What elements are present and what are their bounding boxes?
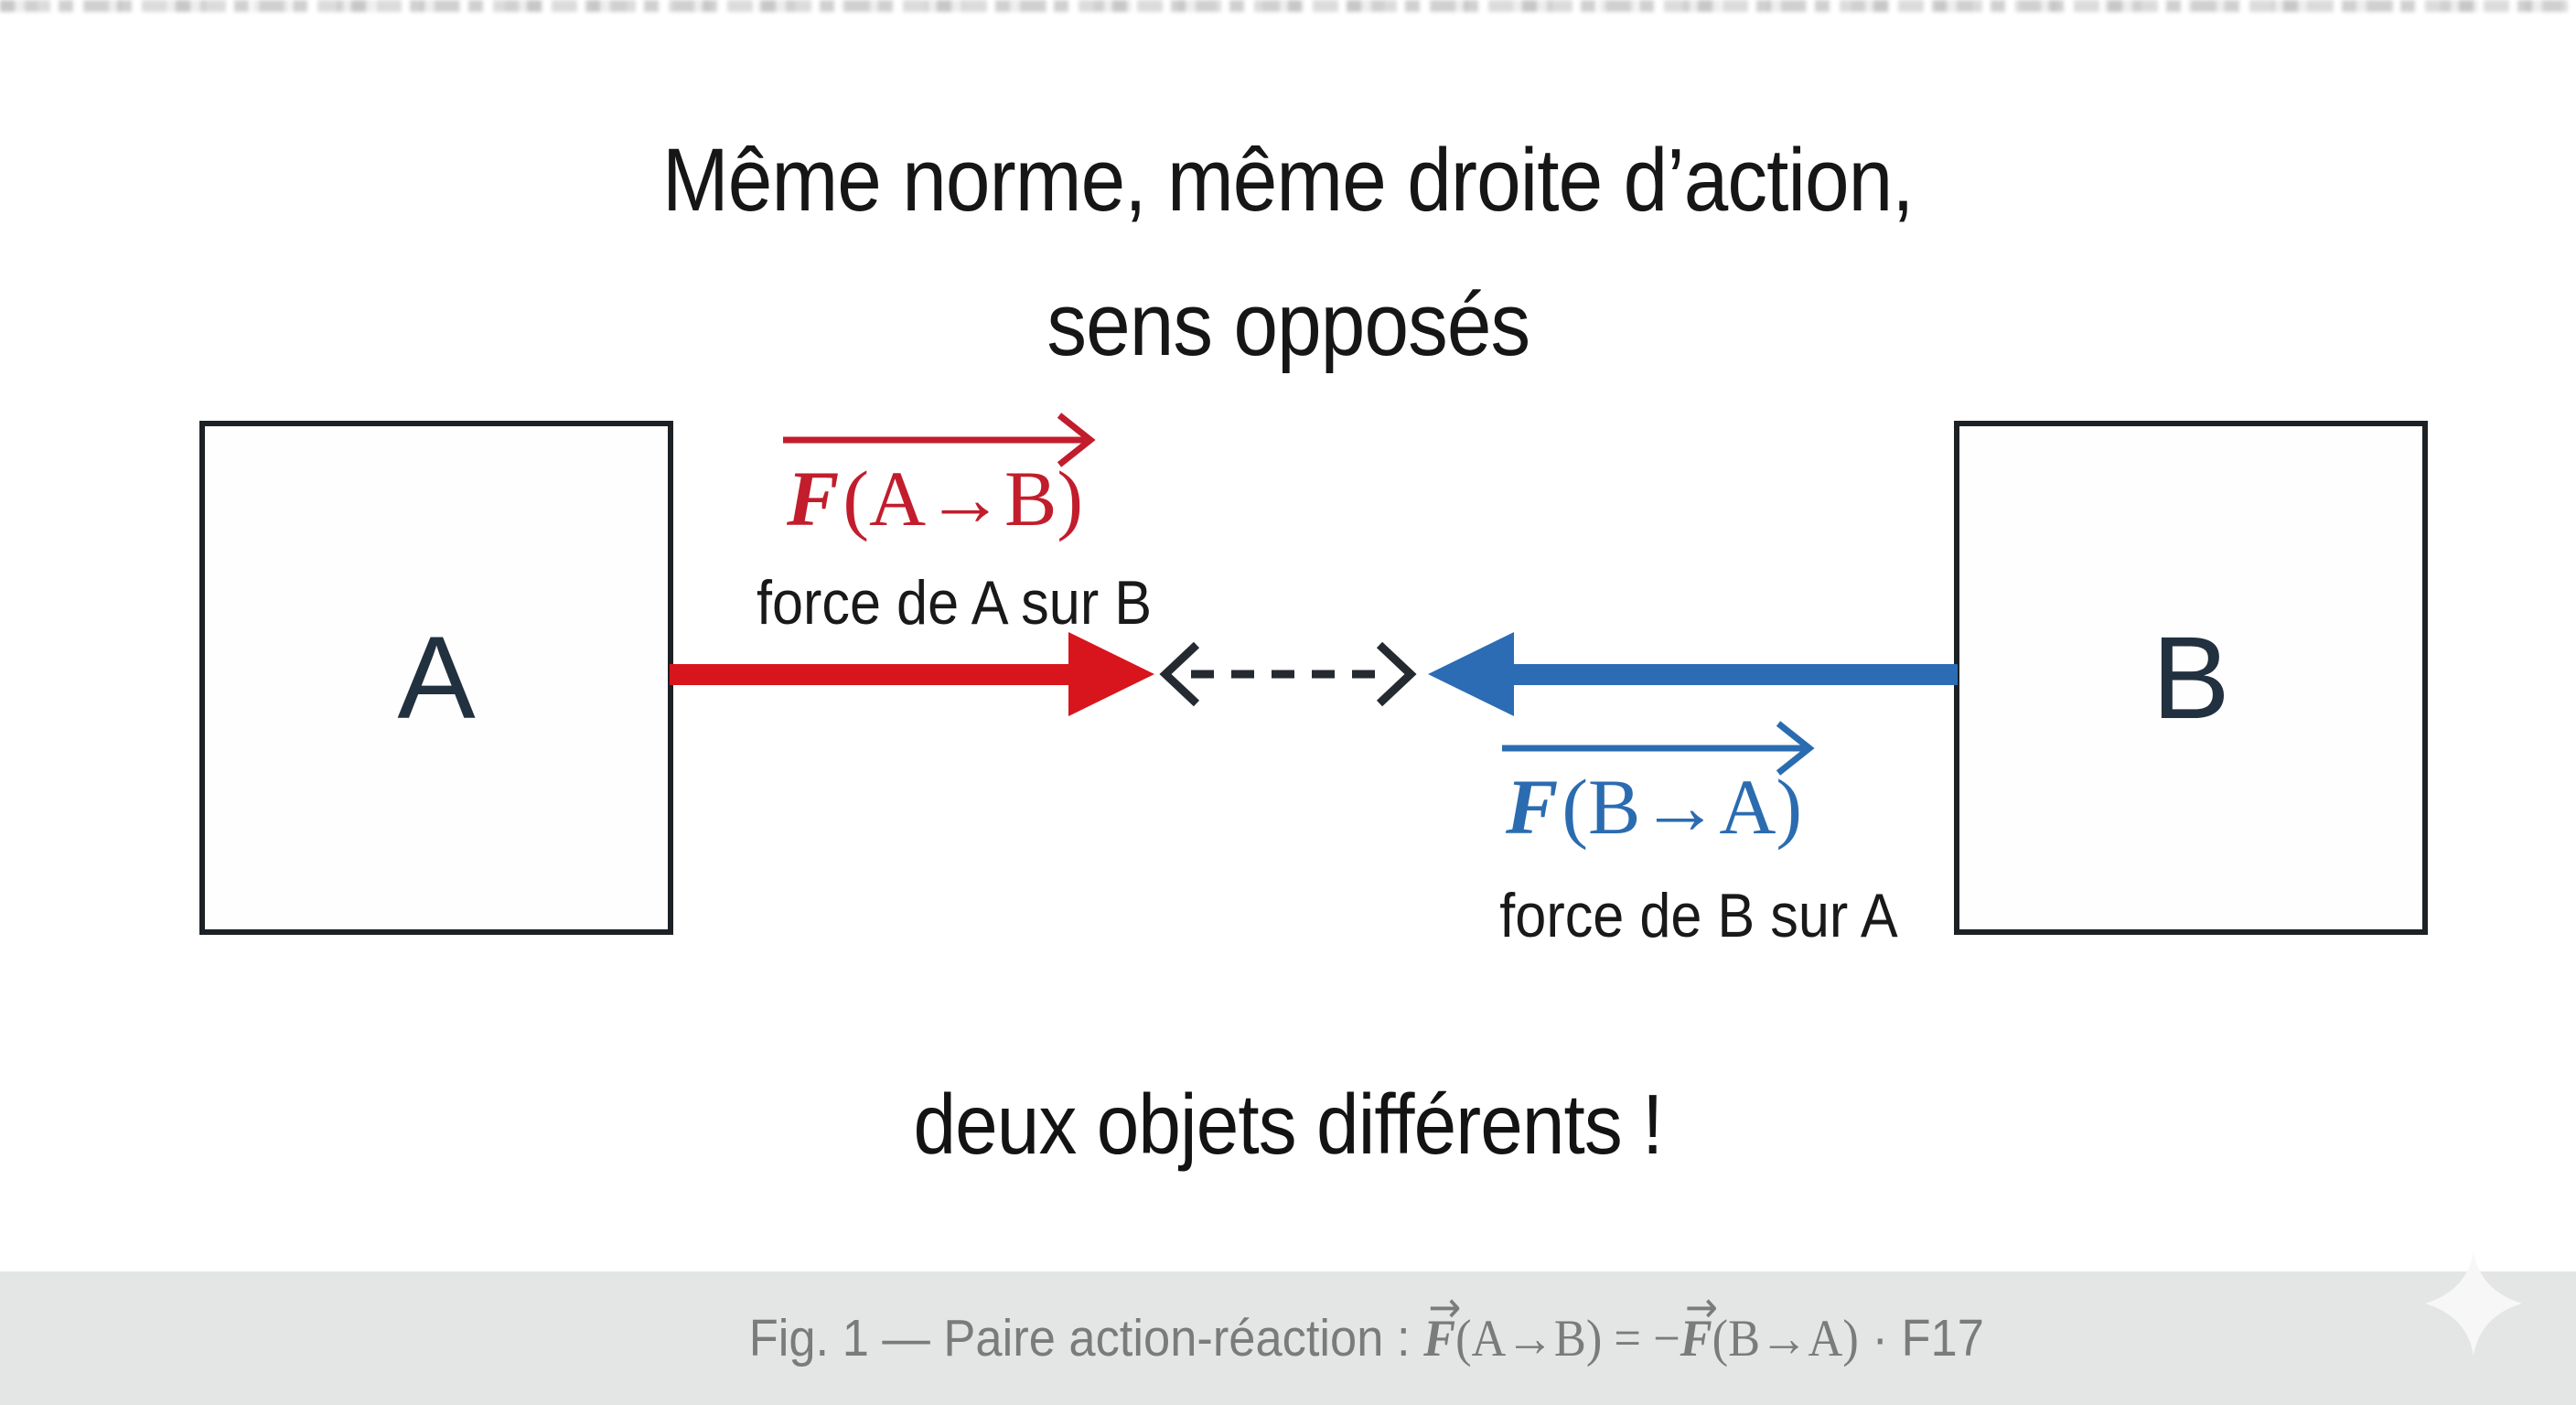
conclusion-text: deux objets différents ! [913, 1077, 1663, 1172]
sparkle-shape [2425, 1251, 2522, 1356]
action-force-arrow [670, 632, 1154, 716]
reaction-arrow-head [1428, 632, 1514, 716]
object-box-a: A [199, 421, 673, 935]
reaction-arrow-shaft [1514, 664, 1958, 685]
vector-arrow-glyph: → [1428, 1282, 1462, 1333]
sparkle-icon [2425, 1251, 2522, 1356]
force-a-on-b-symbol: F(A→B) [761, 454, 1109, 544]
force-f-variable: F [1505, 763, 1559, 851]
title-line-2: sens opposés [1046, 274, 1530, 374]
figure-title: Même norme, même droite d’action, sens o… [0, 108, 2576, 397]
dashed-arrowhead-left [1159, 641, 1200, 707]
figure-caption: Fig. 1 — Paire action-réaction : →F(A→B)… [748, 1283, 1985, 1368]
caption-equals-minus: = − [1602, 1310, 1680, 1367]
force-a-on-b-caption: force de A sur B [756, 568, 1153, 638]
vector-arrow-glyph: → [1685, 1282, 1719, 1333]
force-f-variable: F [786, 455, 840, 542]
caption-f-symbol: F [1680, 1310, 1712, 1367]
vector-f-ab: →F [1423, 1283, 1461, 1368]
force-args: (A→B) [843, 455, 1084, 542]
force-args: (B→A) [1562, 763, 1803, 851]
caption-prefix: Fig. 1 — Paire action-réaction : [748, 1309, 1424, 1367]
force-b-on-a-caption: force de B sur A [1499, 881, 1898, 950]
caption-args-ab: (A→B) [1455, 1310, 1603, 1367]
title-line-1: Même norme, même droite d’action, [662, 130, 1915, 230]
action-arrow-shaft [670, 664, 1068, 685]
caption-args-ba: (B→A) [1712, 1310, 1860, 1367]
clipped-text-artifact-strip [0, 0, 2576, 12]
dashed-arrowhead-right [1376, 641, 1417, 707]
force-b-on-a-symbol: F(B→A) [1480, 762, 1828, 853]
figure-caption-bar: Fig. 1 — Paire action-réaction : →F(A→B)… [0, 1251, 2576, 1405]
object-b-label: B [2152, 612, 2230, 744]
object-a-label: A [397, 612, 476, 744]
interaction-dashed-arrow [1159, 641, 1417, 707]
object-box-b: B [1954, 421, 2428, 935]
caption-f-symbol: F [1423, 1310, 1456, 1367]
action-arrow-head [1068, 632, 1154, 716]
vector-f-ba: →F [1680, 1283, 1718, 1368]
reaction-force-arrow [1428, 632, 1958, 716]
caption-suffix: · F17 [1859, 1309, 1985, 1367]
